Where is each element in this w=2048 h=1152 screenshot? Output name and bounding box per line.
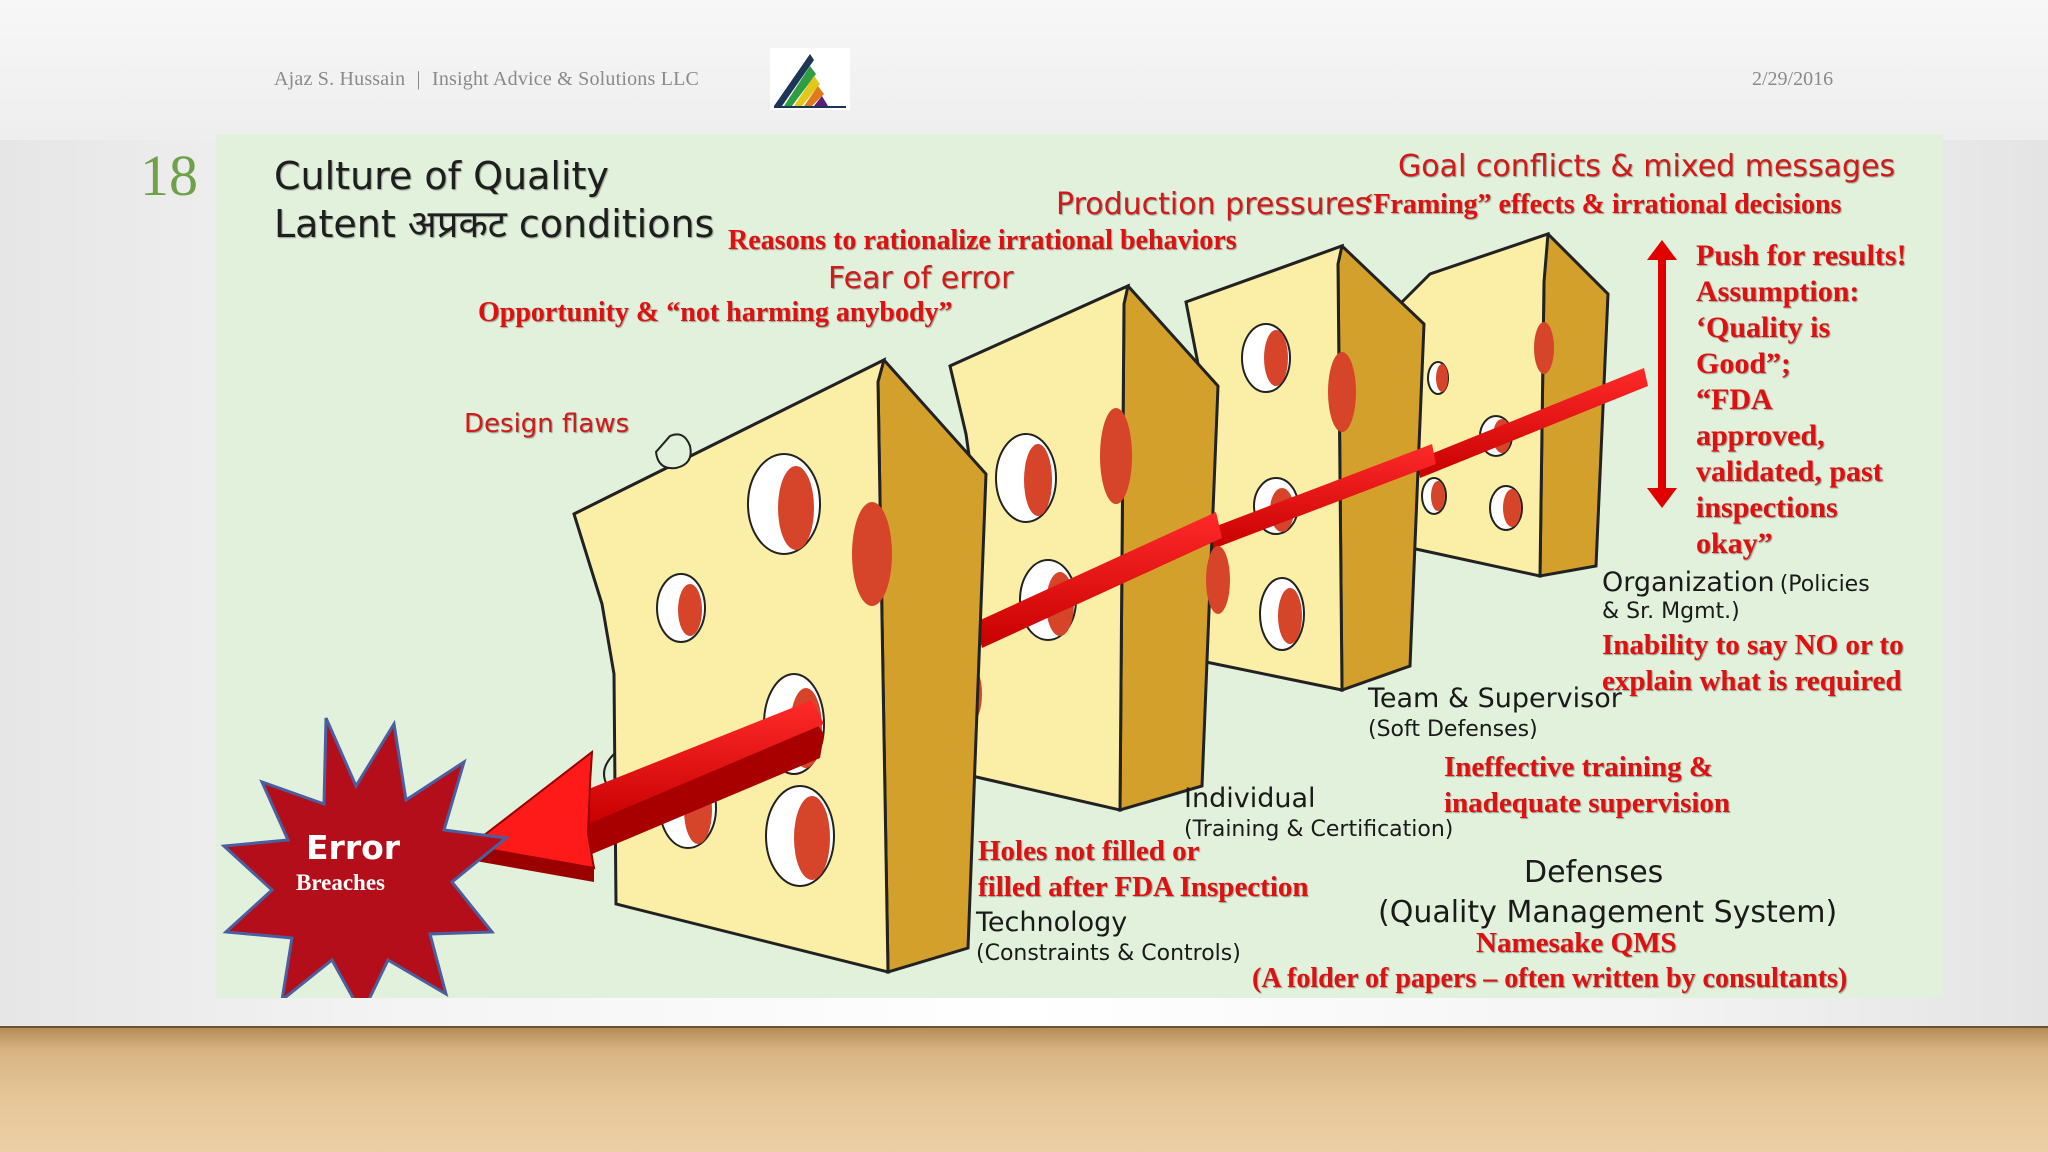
organization-issue-line1: Inability to say NO or to (1602, 629, 1904, 661)
layer-technology-detail: (Constraints & Controls) (976, 941, 1241, 966)
organization-issue-line2: explain what is required (1602, 665, 1902, 697)
organization-title: Organization (1602, 567, 1775, 598)
layer-individual-detail: (Training & Certification) (1184, 817, 1454, 842)
error-starburst (220, 717, 510, 998)
push-note-line: Assumption: (1696, 275, 1860, 308)
push-note-line: inspections (1696, 491, 1838, 524)
push-note-line: approved, (1696, 419, 1825, 452)
label-opportunity: Opportunity & “not harming anybody” (478, 297, 953, 328)
slide-number: 18 (140, 143, 198, 208)
label-framing-effects: ‘Framing” effects & irrational decisions (1364, 189, 1842, 220)
label-design-flaws: Design flaws (464, 409, 630, 439)
layer-organization-label: Organization (Policies (1602, 568, 1870, 598)
push-note-line: Push for results! (1696, 239, 1907, 272)
push-note-line: “FDA (1696, 383, 1773, 416)
defenses-qms: (Quality Management System) (1378, 895, 1838, 930)
slide-title-line1: Culture of Quality (274, 154, 609, 198)
defenses-title: Defenses (1524, 855, 1664, 890)
layer-team-detail: (Soft Defenses) (1368, 717, 1538, 742)
organization-detail-line2: & Sr. Mgmt.) (1602, 599, 1740, 624)
label-fear-of-error: Fear of error (828, 261, 1014, 296)
company-name: Insight Advice & Solutions LLC (431, 68, 700, 90)
layer-team-label: Team & Supervisor (1368, 683, 1622, 714)
slide-footer-left: Ajaz S. Hussain | Insight Advice & Solut… (274, 68, 699, 91)
namesake-qms: Namesake QMS (1476, 927, 1677, 959)
slide-date: 2/29/2016 (1752, 68, 1834, 90)
push-note-line: ‘Quality is (1696, 311, 1831, 344)
slide-title-line2: Latent अप्रकट conditions (274, 202, 715, 246)
cheese-slice-technology (572, 357, 988, 975)
swiss-cheese-diagram (220, 231, 1677, 998)
push-for-results-note: Push for results! Assumption: ‘Quality i… (1696, 238, 1907, 562)
push-note-line: okay” (1696, 527, 1773, 560)
wooden-floor (0, 1028, 2048, 1152)
cheese-slice-individual (948, 283, 1230, 813)
label-goal-conflicts: Goal conflicts & mixed messages (1398, 149, 1896, 184)
cheese-slice-organization (1398, 231, 1610, 578)
label-reasons-rationalize: Reasons to rationalize irrational behavi… (728, 225, 1237, 256)
push-double-arrow (1647, 240, 1677, 508)
header-separator: | (416, 68, 421, 90)
holes-note-line2: filled after FDA Inspection (978, 871, 1309, 903)
folder-of-papers-note: (A folder of papers – often written by c… (1252, 963, 1848, 994)
breaches-label: Breaches (296, 870, 386, 895)
team-issue-line1: Ineffective training & (1444, 751, 1713, 783)
error-label: Error (306, 828, 401, 867)
organization-detail: (Policies (1779, 572, 1870, 597)
holes-note-line1: Holes not filled or (978, 835, 1200, 867)
team-issue-line2: inadequate supervision (1444, 787, 1731, 819)
company-logo (770, 48, 850, 110)
author-name: Ajaz S. Hussain (274, 68, 406, 90)
push-note-line: Good”; (1696, 347, 1792, 380)
slide-header-band (0, 0, 2048, 140)
push-note-line: validated, past (1696, 455, 1883, 488)
layer-individual-label: Individual (1184, 783, 1316, 814)
label-production-pressures: Production pressures (1056, 187, 1371, 222)
layer-technology-label: Technology (976, 907, 1128, 938)
